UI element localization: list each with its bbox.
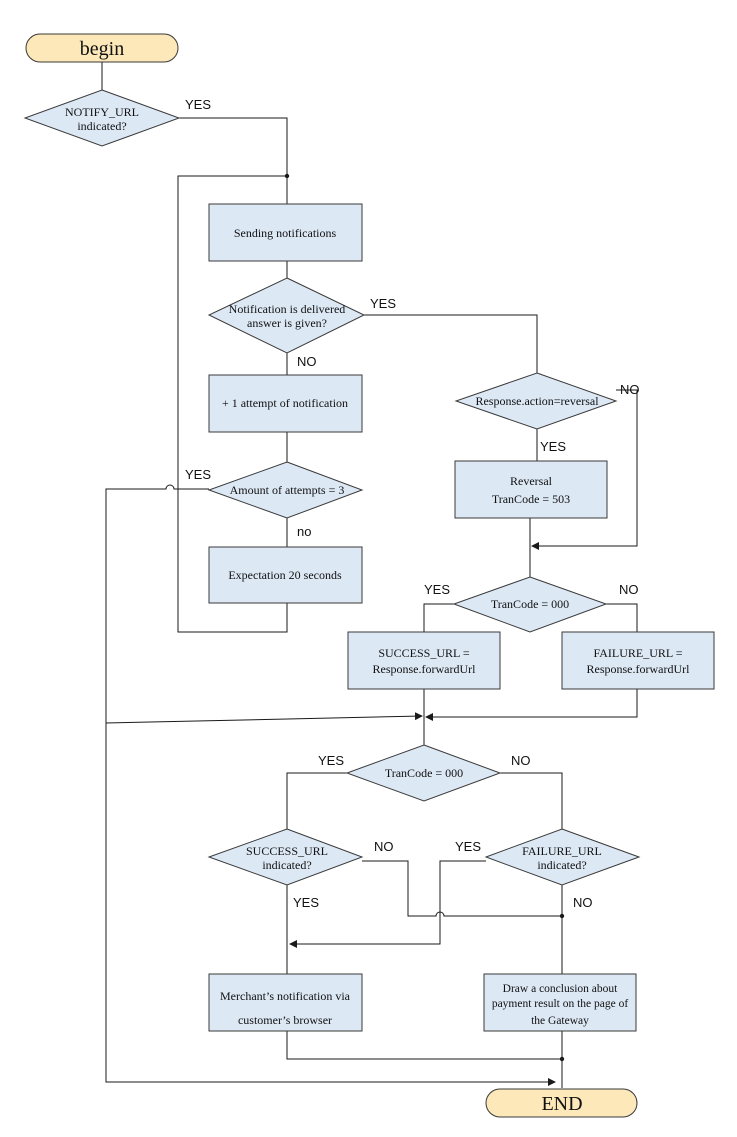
decision-trancode-1: TranCode = 000 bbox=[452, 576, 608, 633]
process-success-assign: SUCCESS_URL = Response.forwardUrl bbox=[347, 631, 501, 690]
branch-label: NO bbox=[511, 753, 531, 768]
decision-text: NOTIFY_URL bbox=[65, 105, 139, 119]
line-merchant-end bbox=[286, 1031, 562, 1060]
process-text: Expectation 20 seconds bbox=[228, 568, 342, 582]
process-text: Draw a conclusion about bbox=[503, 983, 618, 995]
junction-dot bbox=[284, 173, 290, 179]
line-failure-merge bbox=[425, 689, 638, 721]
connectors bbox=[101, 62, 638, 1088]
line-tc2-no bbox=[500, 772, 563, 829]
decision-text: Notification is delivered bbox=[229, 302, 346, 316]
decision-text: answer is given? bbox=[247, 316, 327, 330]
decision-text: TranCode = 000 bbox=[491, 597, 569, 611]
process-text: + 1 attempt of notification bbox=[222, 396, 348, 410]
decision-text: Amount of attempts = 3 bbox=[230, 483, 345, 497]
line-loop-back bbox=[177, 175, 288, 633]
branch-label: YES bbox=[370, 296, 396, 311]
decision-reversal: Response.action=reversal bbox=[454, 372, 618, 430]
branch-label: NO bbox=[573, 895, 593, 910]
process-text: SUCCESS_URL = bbox=[378, 646, 470, 660]
process-expectation: Expectation 20 seconds bbox=[208, 546, 363, 604]
junction-dots bbox=[284, 173, 565, 1062]
branch-label: NO bbox=[297, 354, 317, 369]
process-conclusion: Draw a conclusion about payment result o… bbox=[483, 973, 637, 1032]
end-terminal: END bbox=[485, 1088, 638, 1118]
process-text: FAILURE_URL = bbox=[593, 646, 682, 660]
process-text: Sending notifications bbox=[234, 226, 337, 240]
decision-text: Response.action=reversal bbox=[475, 394, 599, 408]
decision-text: indicated? bbox=[77, 119, 126, 133]
process-text: the Gateway bbox=[531, 1015, 589, 1027]
branch-labels: YES YES NO YES no NO YES YES NO YES NO N… bbox=[185, 97, 640, 910]
line-attempts-yes bbox=[105, 484, 556, 1086]
begin-terminal: begin bbox=[25, 33, 179, 63]
line-notify-yes bbox=[179, 117, 288, 204]
process-attempt: + 1 attempt of notification bbox=[208, 374, 363, 433]
decision-success-url: SUCCESS_URL indicated? bbox=[207, 828, 364, 886]
branch-label: YES bbox=[185, 467, 211, 482]
process-text: Reversal bbox=[510, 474, 553, 488]
line-tc1-yes bbox=[423, 603, 454, 632]
line-tc2-yes bbox=[286, 772, 347, 829]
decision-attempts: Amount of attempts = 3 bbox=[207, 461, 364, 519]
branch-label: YES bbox=[318, 753, 344, 768]
process-text: customer’s browser bbox=[238, 1013, 332, 1027]
line-success-no bbox=[362, 860, 562, 917]
line-tc1-no bbox=[606, 603, 638, 632]
process-text: TranCode = 503 bbox=[492, 492, 570, 506]
decision-delivered: Notification is delivered answer is give… bbox=[207, 277, 366, 354]
process-text: Response.forwardUrl bbox=[373, 662, 477, 676]
line-reversal-no bbox=[531, 389, 638, 550]
decision-notify-url: NOTIFY_URL indicated? bbox=[23, 89, 181, 147]
end-label: END bbox=[541, 1093, 582, 1115]
decision-text: indicated? bbox=[262, 858, 311, 872]
decision-text: TranCode = 000 bbox=[385, 766, 463, 780]
branch-label: NO bbox=[619, 582, 639, 597]
process-text: Response.forwardUrl bbox=[587, 662, 691, 676]
process-failure-assign: FAILURE_URL = Response.forwardUrl bbox=[561, 631, 715, 690]
decision-text: SUCCESS_URL bbox=[246, 844, 328, 858]
process-reversal: Reversal TranCode = 503 bbox=[454, 460, 608, 519]
junction-dot bbox=[559, 1056, 565, 1062]
branch-label: YES bbox=[293, 895, 319, 910]
decision-failure-url: FAILURE_URL indicated? bbox=[484, 828, 641, 886]
begin-label: begin bbox=[80, 38, 124, 60]
decision-text: FAILURE_URL bbox=[522, 844, 602, 858]
junction-dot bbox=[559, 913, 565, 919]
branch-label: no bbox=[297, 524, 311, 539]
branch-label: NO bbox=[374, 839, 394, 854]
decision-trancode-2: TranCode = 000 bbox=[345, 744, 502, 802]
branch-label: YES bbox=[455, 839, 481, 854]
decision-text: indicated? bbox=[537, 858, 586, 872]
process-merchant: Merchant’s notification via customer’s b… bbox=[208, 973, 363, 1032]
branch-label: YES bbox=[540, 439, 566, 454]
process-sending: Sending notifications bbox=[208, 203, 363, 262]
branch-label: NO bbox=[620, 382, 640, 397]
line-left-to-merge bbox=[105, 712, 423, 724]
branch-label: YES bbox=[185, 97, 211, 112]
line-delivered-yes bbox=[364, 314, 538, 373]
line-failure-yes bbox=[289, 860, 486, 948]
process-text: Merchant’s notification via bbox=[220, 989, 351, 1003]
process-text: payment result on the page of bbox=[492, 998, 629, 1010]
branch-label: YES bbox=[424, 582, 450, 597]
